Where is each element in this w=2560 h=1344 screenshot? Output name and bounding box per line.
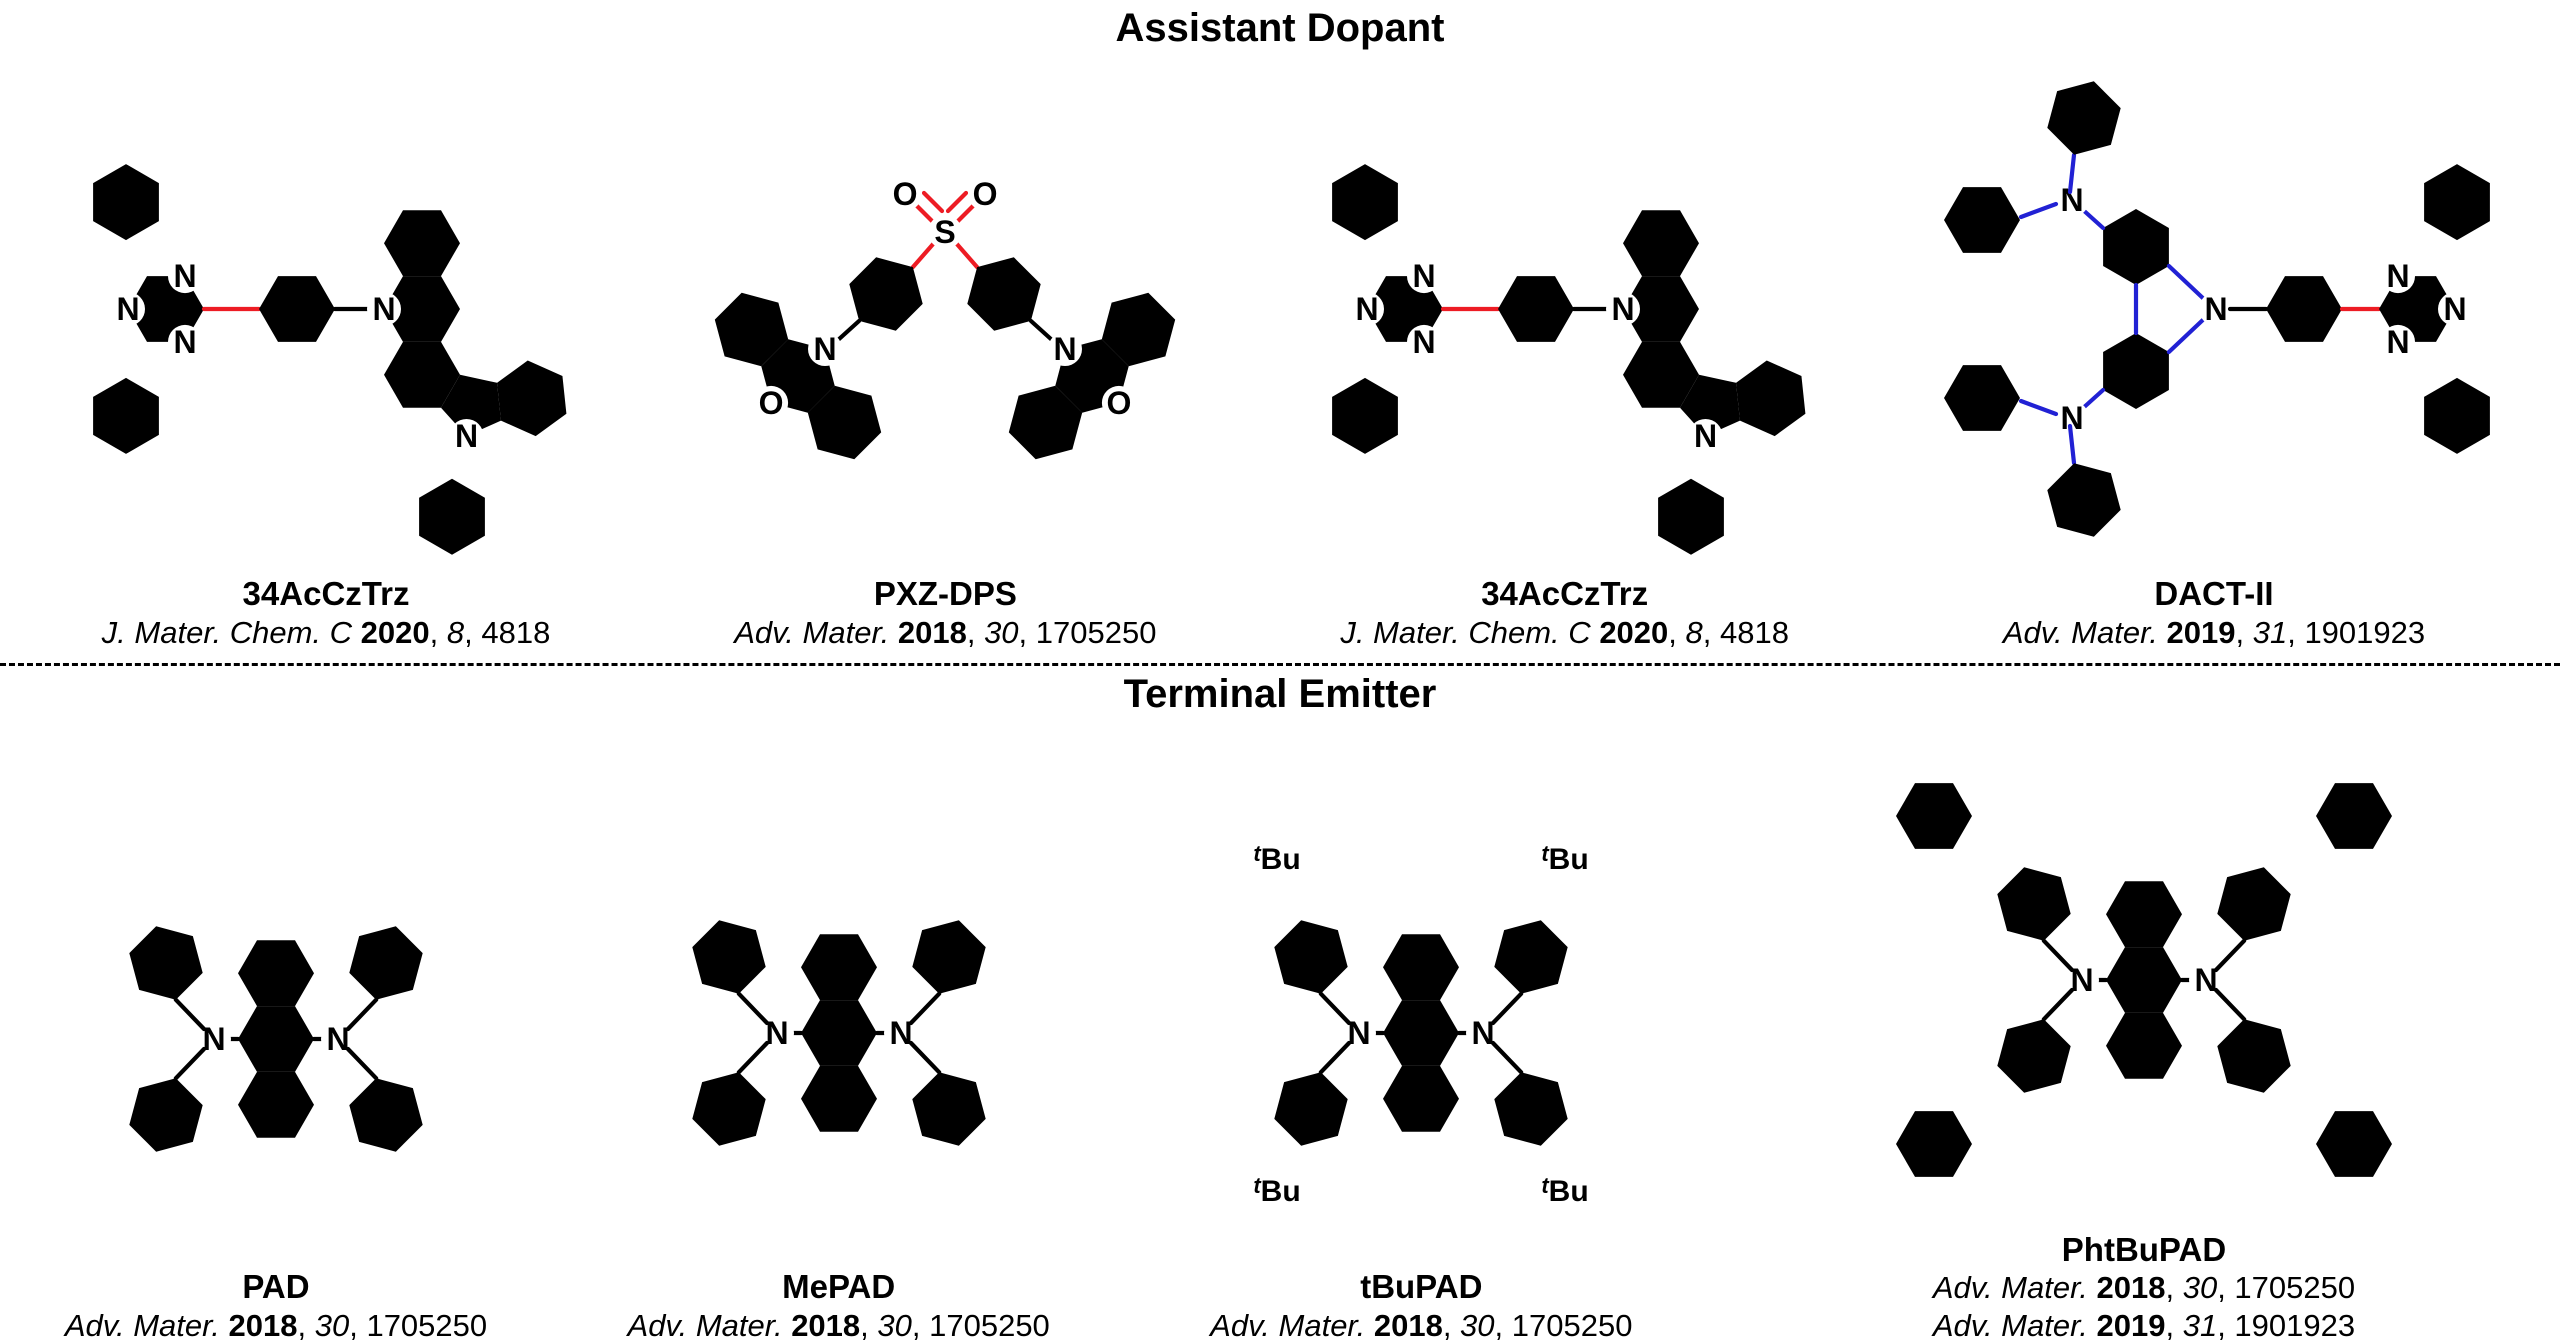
assistant-dopant-row: 34AcCzTrz J. Mater. Chem. C 2020, 8, 481… [0,54,2560,651]
molecule-card-34aczctrz-2: 34AcCzTrz J. Mater. Chem. C 2020, 8, 481… [1255,64,1875,651]
citation: Adv. Mater. 2018, 30, 1705250 [1932,1270,2356,1306]
molecule-structure-dact-ii [1884,72,2544,546]
citation: J. Mater. Chem. C 2020, 8, 4818 [101,614,551,650]
molecule-card-mepad: MePAD Adv. Mater. 2018, 30, 1705250 [579,797,1099,1344]
molecule-structure-34aczctrz-2 [1255,64,1875,574]
citation: Adv. Mater. 2018, 30, 1705250 [734,614,1157,650]
molecule-structure-phtbupad [1744,740,2544,1230]
molecule-structure-mepad [579,797,1099,1267]
molecule-name: tBuPAD [1360,1267,1483,1305]
section-title-assistant-dopant: Assistant Dopant [1115,6,1445,50]
citation: Adv. Mater. 2019, 31, 1901923 [2002,614,2426,650]
citation: J. Mater. Chem. C 2020, 8, 4818 [1340,614,1789,650]
molecule-name: PhtBuPAD [2061,1230,2227,1268]
molecule-name: MePAD [782,1267,896,1305]
terminal-emitter-row: PAD Adv. Mater. 2018, 30, 1705250 MePAD [0,740,2560,1344]
molecule-card-34aczctrz-1: 34AcCzTrz J. Mater. Chem. C 2020, 8, 481… [16,64,636,651]
molecule-card-tbupad: tBuPAD Adv. Mater. 2018, 30, 1705250 [1141,797,1701,1344]
molecule-name: DACT-II [2154,575,2274,612]
molecule-card-phtbupad: PhtBuPAD Adv. Mater. 2018, 30, 1705250 A… [1744,740,2544,1344]
citation: Adv. Mater. 2018, 30, 1705250 [64,1307,488,1343]
molecule-name: 34AcCzTrz [1481,575,1649,612]
molecule-card-pxz-dps: PXZ-DPS Adv. Mater. 2018, 30, 1705250 [645,144,1245,651]
molecule-name: PAD [242,1267,310,1305]
citation: Adv. Mater. 2018, 30, 1705250 [1210,1307,1633,1343]
molecule-card-pad: PAD Adv. Mater. 2018, 30, 1705250 [16,817,536,1344]
molecule-name: 34AcCzTrz [242,575,410,612]
molecule-structure-tbupad [1253,840,1589,1208]
molecule-card-dact-ii: DACT-II Adv. Mater. 2019, 31, 1901923 [1884,54,2544,651]
citation: Adv. Mater. 2018, 30, 1705250 [627,1307,1050,1343]
molecule-name: PXZ-DPS [873,575,1017,612]
citation: Adv. Mater. 2019, 31, 1901923 [1932,1307,2356,1343]
section-title-terminal-emitter: Terminal Emitter [1123,671,1437,716]
molecule-structure-pad [16,817,536,1267]
dashed-divider [0,662,2560,666]
molecule-structure-34aczctrz-1 [16,64,636,574]
molecule-structure-pxz-dps [645,176,1245,574]
